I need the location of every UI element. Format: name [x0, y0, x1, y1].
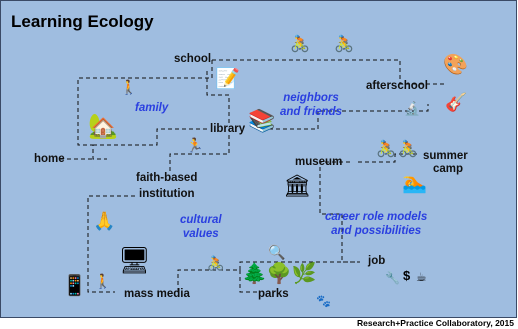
bicycle-icon: 🚴 [376, 141, 396, 158]
node-mass-media: mass media [124, 288, 190, 300]
node-parks: parks [258, 288, 289, 300]
cultural-line-1: cultural [180, 214, 222, 226]
faith-line-2: institution [139, 188, 195, 200]
bicycle-icon: 🚴 [334, 36, 354, 53]
node-summer-camp: summer camp [423, 150, 468, 176]
node-museum: museum [295, 156, 343, 168]
theme-career-role-models: career role models and possibilities [325, 210, 427, 238]
summer-camp-line-1: summer [423, 150, 468, 162]
career-line-1: career role models [325, 211, 428, 223]
magnifier-icon: 🔍 [268, 244, 286, 260]
path-parks-job [239, 261, 360, 270]
walker-icon: 🚶 [94, 273, 112, 289]
swimmer-icon: 🏊 [402, 172, 427, 194]
bicycle-icon: 🚴 [290, 36, 310, 53]
guitar-icon: 🎸 [445, 92, 468, 112]
trees-icon: 🌲🌳🌿 [242, 263, 317, 285]
path-faith-massmedia [87, 195, 135, 293]
credit-line: Research+Practice Collaboratory, 2015 [357, 318, 514, 328]
house-icon: 🏡 [88, 113, 118, 140]
neighbors-line-2: and friends [280, 106, 342, 118]
path-museum-summercamp [358, 153, 420, 163]
diagram-title: Learning Ecology [11, 12, 154, 31]
path-school-home [77, 60, 213, 160]
footprints-icon: 🐾 [316, 294, 331, 308]
notepad-icon: 📝 [215, 68, 240, 90]
bicycle-icon: 🚴 [398, 141, 418, 158]
microscope-icon: 🔬 [404, 101, 421, 116]
monitor-icon: 🖥 [118, 245, 152, 275]
praying-hands-icon: 🙏 [93, 211, 116, 231]
museum-building-icon: 🏛 [283, 173, 311, 198]
node-faith-based-institution: faith-based institution [136, 172, 197, 201]
node-job: job [368, 255, 386, 267]
career-line-2: and possibilities [331, 225, 422, 237]
summer-camp-line-2: camp [433, 163, 464, 175]
node-school: school [174, 53, 212, 65]
walker-icon: 🚶 [120, 79, 138, 95]
books-icon: 📚 [248, 108, 276, 133]
runner-icon: 🏃 [186, 137, 204, 153]
smartphone-icon: 📱 [62, 275, 87, 297]
path-library-faith [169, 135, 230, 172]
coffee-icon: ☕ [416, 270, 427, 284]
cultural-line-2: values [182, 228, 219, 240]
dollar-icon: $ [403, 268, 411, 283]
theme-family: family [135, 102, 169, 114]
neighbors-line-1: neighbors [283, 92, 339, 104]
node-afterschool: afterschool [366, 80, 428, 92]
palette-icon: 🎨 [443, 54, 468, 76]
path-library-school [206, 68, 230, 123]
faith-line-1: faith-based [136, 172, 198, 184]
path-library-museum [319, 161, 350, 215]
theme-cultural-values: cultural values [180, 213, 222, 241]
node-home: home [34, 153, 65, 165]
bicycle-icon: 🚴 [207, 255, 225, 271]
theme-neighbors-friends: neighbors and friends [280, 91, 342, 119]
diagram-canvas [0, 0, 517, 318]
node-library: library [210, 123, 246, 135]
path-library-afterschool [262, 104, 429, 130]
path-home-library [93, 128, 210, 146]
wrench-icon: 🔧 [385, 271, 400, 285]
path-school-afterschool [212, 59, 445, 85]
